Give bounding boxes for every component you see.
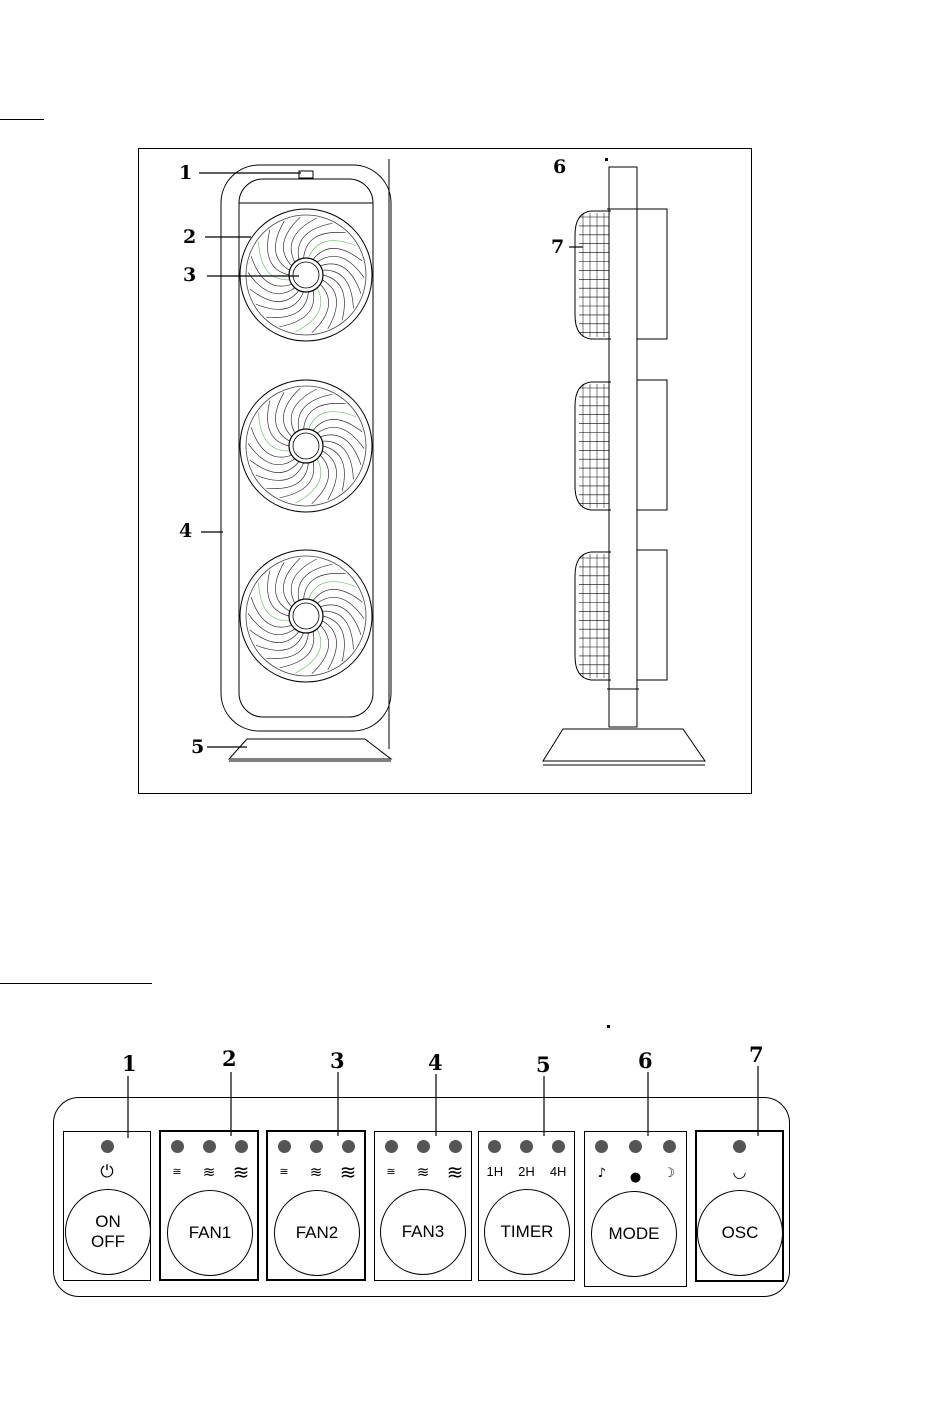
fan1-led-row xyxy=(161,1140,257,1153)
osc-group: ◡ OSC xyxy=(695,1130,784,1282)
power-icon: ⏻ xyxy=(92,1164,122,1180)
timer-group: 1H 2H 4H TIMER xyxy=(478,1131,575,1281)
mode-led-row xyxy=(585,1140,686,1153)
fan1-led-low xyxy=(171,1140,184,1153)
wind-low-icon: ≅ xyxy=(269,1164,299,1180)
wind-high-icon: ≋ xyxy=(333,1164,363,1180)
mode-led-normal xyxy=(629,1140,642,1153)
fan3-led-row xyxy=(375,1140,471,1153)
timer-led-1h xyxy=(488,1140,501,1153)
moon-icon: ☽ xyxy=(654,1166,684,1186)
mode-symbol-row: ♪ ● ☽ xyxy=(585,1166,686,1186)
fan3-group: ≅ ≋ ≋ FAN3 xyxy=(374,1131,472,1281)
wind-high-icon: ≋ xyxy=(226,1164,256,1180)
fan1-symbol-row: ≅ ≋ ≋ xyxy=(161,1164,257,1180)
timer-led-row xyxy=(479,1140,574,1153)
mode-led-sleep xyxy=(663,1140,676,1153)
timer-label-2h: 2H xyxy=(511,1164,541,1180)
osc-button[interactable]: OSC xyxy=(697,1190,783,1276)
wind-mid-icon: ≋ xyxy=(301,1164,331,1180)
timer-label-4h: 4H xyxy=(543,1164,573,1180)
fan1-button[interactable]: FAN1 xyxy=(167,1190,253,1276)
fan3-led-low xyxy=(385,1140,398,1153)
mode-group: ♪ ● ☽ MODE xyxy=(584,1131,687,1287)
wind-high-icon: ≋ xyxy=(440,1164,470,1180)
fan3-led-high xyxy=(449,1140,462,1153)
timer-label-row: 1H 2H 4H xyxy=(479,1164,574,1180)
power-led-row xyxy=(64,1140,150,1153)
fan2-button[interactable]: FAN2 xyxy=(274,1190,360,1276)
power-symbol-row: ⏻ xyxy=(64,1164,150,1180)
osc-symbol-row: ◡ xyxy=(697,1164,782,1180)
fan1-led-high xyxy=(235,1140,248,1153)
mode-button[interactable]: MODE xyxy=(591,1191,677,1277)
fan1-led-mid xyxy=(203,1140,216,1153)
fan2-led-low xyxy=(278,1140,291,1153)
fan2-led-high xyxy=(342,1140,355,1153)
wind-low-icon: ≅ xyxy=(162,1164,192,1180)
music-note-icon: ♪ xyxy=(587,1166,617,1186)
fan1-group: ≅ ≋ ≋ FAN1 xyxy=(159,1130,259,1281)
fan3-led-mid xyxy=(417,1140,430,1153)
fan2-group: ≅ ≋ ≋ FAN2 xyxy=(266,1130,366,1281)
osc-led xyxy=(733,1140,746,1153)
wind-mid-icon: ≋ xyxy=(408,1164,438,1180)
fan2-symbol-row: ≅ ≋ ≋ xyxy=(268,1164,364,1180)
fan2-led-mid xyxy=(310,1140,323,1153)
wind-mid-icon: ≋ xyxy=(194,1164,224,1180)
fan2-led-row xyxy=(268,1140,364,1153)
dot-icon: ● xyxy=(620,1166,650,1186)
wind-low-icon: ≅ xyxy=(376,1164,406,1180)
timer-led-2h xyxy=(520,1140,533,1153)
oscillate-arc-icon: ◡ xyxy=(725,1164,755,1180)
on-off-button[interactable]: ON OFF xyxy=(65,1189,151,1275)
fan3-symbol-row: ≅ ≋ ≋ xyxy=(375,1164,471,1180)
mode-led-natural xyxy=(595,1140,608,1153)
power-group: ⏻ ON OFF xyxy=(63,1131,151,1281)
timer-button[interactable]: TIMER xyxy=(484,1189,570,1275)
fan3-button[interactable]: FAN3 xyxy=(380,1189,466,1275)
power-led xyxy=(101,1140,114,1153)
timer-led-4h xyxy=(552,1140,565,1153)
osc-led-row xyxy=(697,1140,782,1153)
timer-label-1h: 1H xyxy=(480,1164,510,1180)
